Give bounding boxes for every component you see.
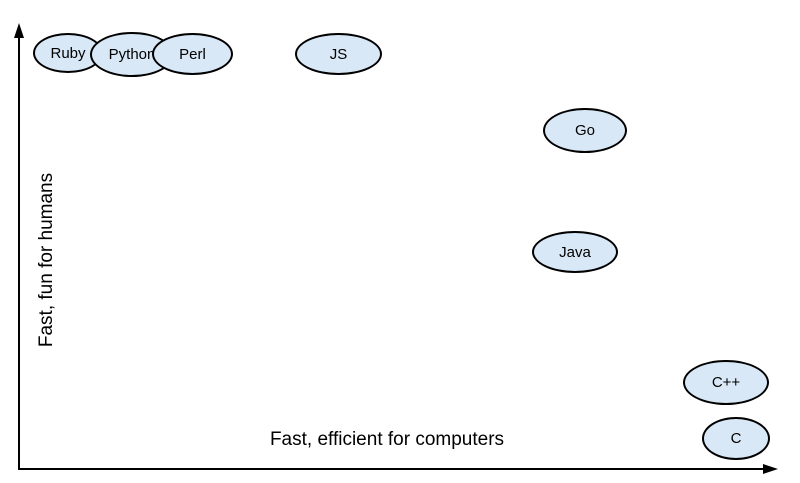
- node-go: Go: [543, 108, 627, 153]
- node-label: Perl: [179, 45, 206, 63]
- node-perl: Perl: [152, 33, 233, 75]
- y-axis-label: Fast, fun for humans: [36, 172, 57, 348]
- x-axis-arrow-right-icon: [763, 464, 778, 474]
- node-cplusplus: C++: [683, 360, 769, 405]
- node-label: C: [730, 430, 742, 447]
- node-js: JS: [295, 33, 382, 75]
- node-label: JS: [329, 45, 348, 63]
- node-label: Ruby: [50, 44, 86, 62]
- y-axis-arrow-up-icon: [14, 23, 24, 38]
- node-label: Go: [574, 122, 595, 139]
- node-label: Python: [108, 46, 156, 63]
- node-java: Java: [532, 231, 618, 273]
- x-axis-label: Fast, efficient for computers: [269, 429, 505, 450]
- y-axis-line: [18, 34, 20, 470]
- node-label: Java: [559, 243, 591, 261]
- x-axis-line: [18, 468, 770, 470]
- node-label: C++: [711, 374, 741, 391]
- node-c: C: [702, 417, 770, 460]
